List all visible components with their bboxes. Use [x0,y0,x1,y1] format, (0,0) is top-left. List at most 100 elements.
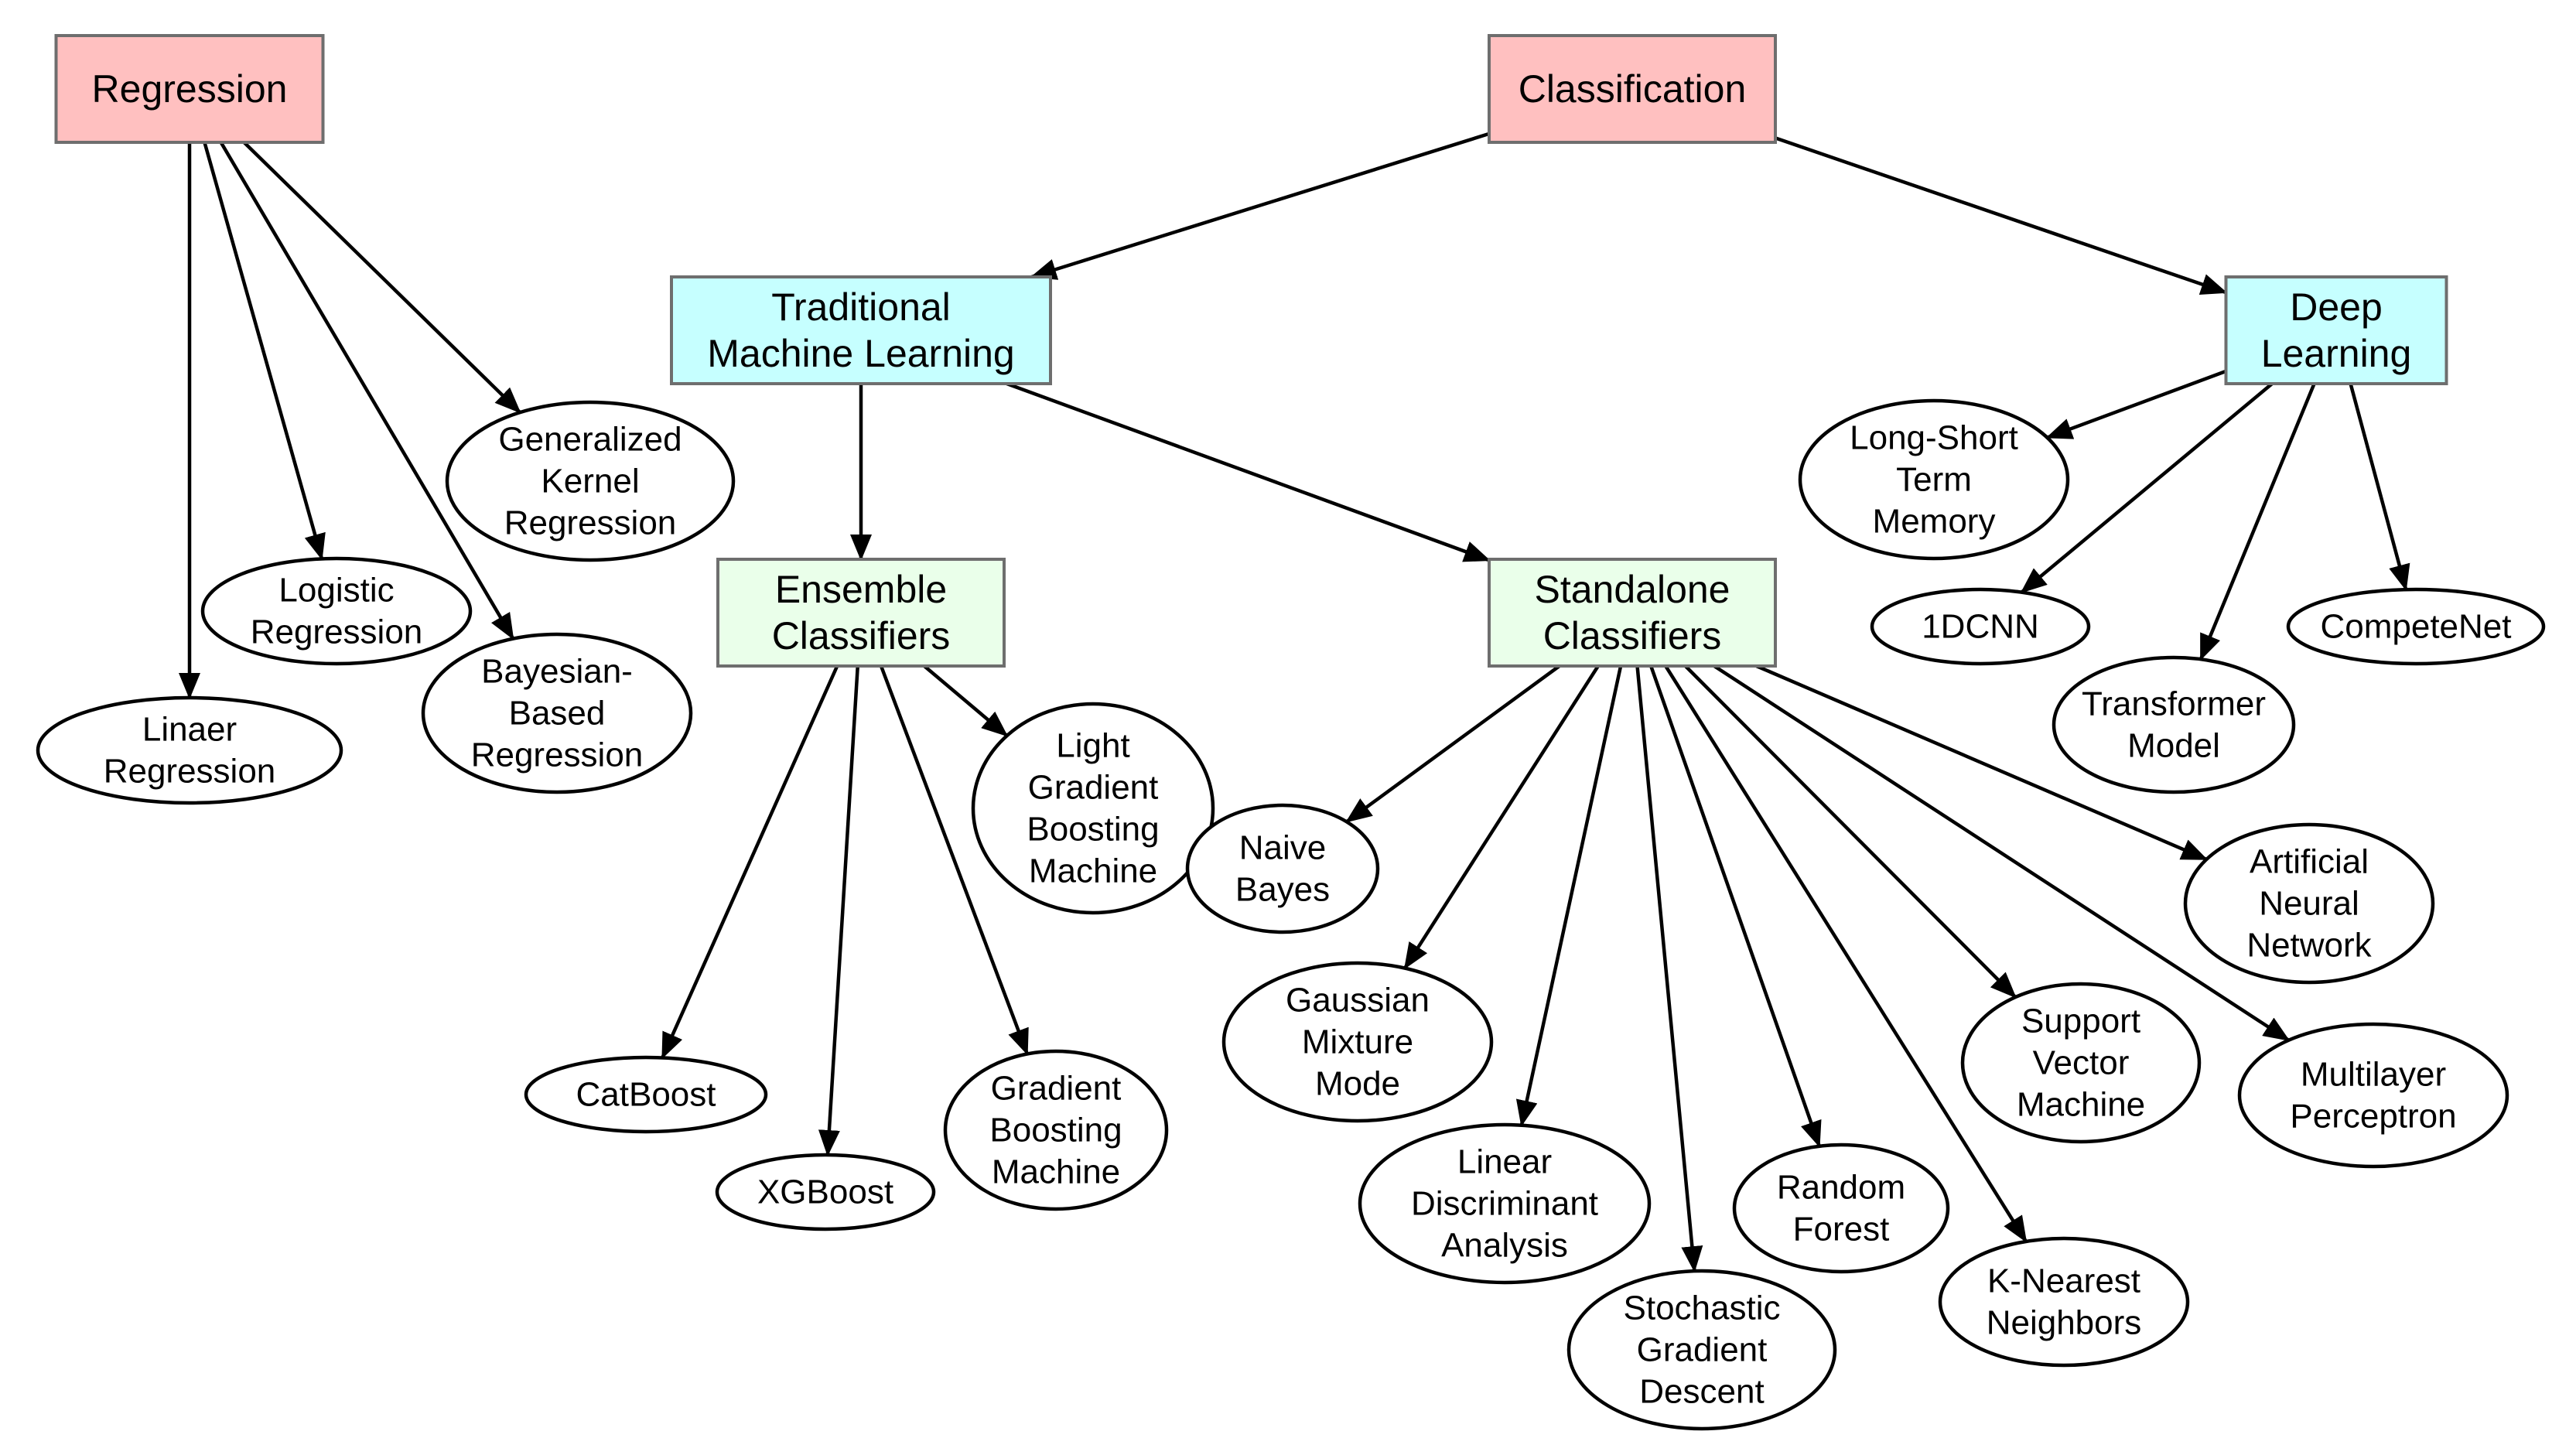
box-regression [54,34,325,144]
label-gmm-line-1: Gaussian [1286,982,1430,1020]
box-deep-learning [2224,275,2448,385]
label-lgbm-line-1: Light [1056,727,1129,765]
edge-regression-to-gkr [242,141,521,414]
ellipse-gmm [1221,961,1494,1123]
edge-deep-learning-to-cnn1d [2020,382,2274,594]
label-competenet-line-1: CompeteNet [2320,608,2511,646]
box-standalone [1488,558,1777,668]
label-lda-line-2: Discriminant [1411,1185,1598,1223]
label-standalone-line-2: Classifiers [1543,614,1722,658]
label-gkr-line-3: Regression [504,504,677,542]
edge-standalone-to-random-forest [1649,665,1822,1148]
edge-deep-learning-to-competenet [2349,383,2410,592]
edge-standalone-to-sgd [1635,665,1703,1273]
label-gkr-line-1: Generalized [498,421,682,459]
label-lgbm-line-2: Gradient [1028,769,1159,807]
label-sgd-line-2: Gradient [1637,1331,1768,1369]
edge-deep-learning-to-lstm [2045,369,2227,439]
label-xgboost-line-1: XGBoost [757,1173,893,1211]
label-ensemble-line-1: Ensemble [775,568,947,611]
node-layer: Regression ClassificationTraditionalMachi… [36,34,2546,1431]
node-regression: Regression [54,34,325,144]
label-ann-line-3: Network [2246,927,2372,965]
label-lstm-line-1: Long-Short [1850,419,2018,457]
label-sgd-line-1: Stochastic [1624,1289,1781,1327]
box-classification [1488,34,1777,144]
ellipse-svm [1960,982,2202,1144]
label-transformer-line-2: Model [2127,727,2220,765]
ellipse-sgd [1566,1269,1837,1431]
ellipse-lda [1358,1122,1652,1285]
label-lgbm-line-4: Machine [1029,852,1157,890]
label-bayesian-regression-line-2: Based [509,695,606,733]
label-gbm-line-3: Machine [992,1153,1120,1191]
node-competenet: CompeteNet [2286,587,2546,666]
edge-standalone-to-svm [1684,664,2017,999]
ellipse-xgboost [715,1153,936,1231]
label-linear-regression-line-2: Regression [104,753,276,791]
ellipse-knn [1938,1236,2190,1368]
ellipse-random-forest [1732,1143,1950,1274]
label-lda-line-3: Analysis [1441,1227,1568,1265]
ellipse-naive-bayes [1185,803,1380,934]
label-sgd-line-3: Descent [1639,1373,1764,1411]
ellipse-mlp [2237,1022,2509,1169]
node-catboost: CatBoost [524,1055,768,1134]
label-deep-learning-line-2: Learning [2261,332,2412,375]
label-traditional-ml-line-2: Machine Learning [707,332,1015,375]
label-bayesian-regression-line-3: Regression [471,736,644,774]
edge-standalone-to-ann [1755,664,2209,862]
label-lstm-line-3: Memory [1873,503,1996,541]
label-transformer-line-1: Transformer [2082,685,2266,723]
node-cnn1d: 1DCNN [1870,587,2091,666]
ellipse-catboost [524,1055,768,1134]
label-svm-line-1: Support [2021,1003,2140,1040]
ellipse-gkr [445,400,736,562]
ellipse-lstm [1798,398,2070,561]
label-lda-line-1: Linear [1457,1143,1552,1181]
label-deep-learning-line-1: Deep [2290,285,2383,329]
label-naive-bayes-line-2: Bayes [1235,871,1330,909]
edge-regression-to-logistic-regression [203,142,326,561]
label-linear-regression-line-1: Linaer [142,711,237,749]
label-ann-line-2: Neural [2259,885,2359,923]
label-svm-line-2: Vector [2033,1044,2130,1082]
edge-regression-to-bayesian-regression [219,141,515,640]
label-logistic-regression-line-1: Logistic [278,572,394,610]
label-mlp-line-1: Multilayer [2301,1056,2446,1094]
node-classification: Classification [1488,34,1777,144]
label-bayesian-regression-line-1: Bayesian- [481,653,633,691]
label-random-forest-line-2: Forest [1793,1211,1890,1248]
edge-standalone-to-mlp [1713,664,2291,1042]
edge-ensemble-to-gbm [879,665,1029,1056]
edge-standalone-to-naive-bayes [1345,664,1561,824]
label-regression-line-1: Regression [92,67,288,111]
label-cnn1d-line-1: 1DCNN [1922,608,2039,646]
label-standalone-line-1: Standalone [1534,568,1730,611]
label-lgbm-line-3: Boosting [1027,811,1159,849]
label-gmm-line-3: Mode [1315,1065,1400,1103]
label-gmm-line-2: Mixture [1302,1023,1413,1061]
edge-classification-to-traditional-ml [1030,132,1490,280]
edge-standalone-to-gmm [1403,664,1600,970]
edge-traditional-ml-to-standalone [1006,381,1491,562]
edge-ensemble-to-catboost [661,665,839,1060]
label-svm-line-3: Machine [2017,1086,2145,1124]
edge-deep-learning-to-transformer [2198,383,2316,661]
edge-standalone-to-knn [1664,664,2028,1243]
ellipse-cnn1d [1870,587,2091,666]
